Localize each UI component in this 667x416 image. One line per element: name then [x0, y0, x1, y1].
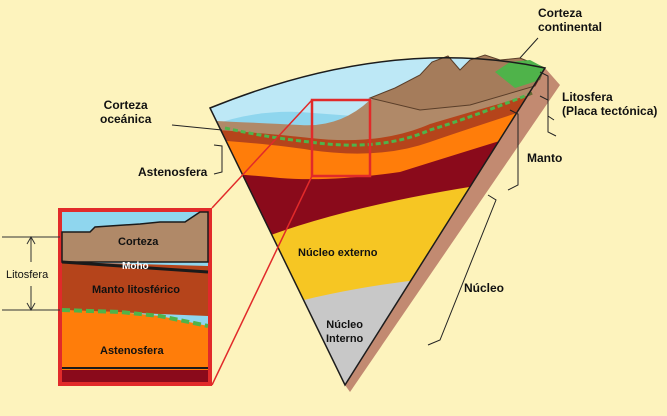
- wedge-outline: [208, 56, 547, 387]
- label-nucleo: Núcleo: [464, 281, 505, 295]
- inset-lower-mantle: [62, 370, 208, 382]
- inset-boundary-line: [61, 308, 209, 328]
- corteza-oceanica-leader: [171, 124, 223, 131]
- inset-label-moho: Moho: [122, 261, 149, 272]
- litosfera-bracket: [539, 71, 555, 121]
- inset-label-manto-litosferico: Manto litosférico: [92, 284, 181, 296]
- inset-lithospheric-mantle: [62, 262, 208, 316]
- label-nucleo-interno: Núcleo Interno: [326, 319, 364, 345]
- label-nucleo-externo: Núcleo externo: [298, 247, 378, 259]
- vegetation-patch: [495, 60, 545, 88]
- astenosfera-bracket: [213, 144, 223, 175]
- litosfera-bracket-inner: [539, 95, 557, 137]
- inset-crust: [61, 211, 209, 263]
- inset-moho-line: [61, 260, 209, 274]
- zoom-connector-bottom: [211, 175, 313, 386]
- label-corteza-continental: Corteza continental: [538, 6, 603, 34]
- zoom-area-rectangle: [310, 98, 372, 178]
- inner-core-layer: [210, 270, 545, 386]
- label-litosfera-side: Litosfera: [6, 269, 49, 281]
- label-astenosfera: Astenosfera: [138, 165, 208, 179]
- lithosphere-boundary-line: [224, 90, 536, 147]
- inset-asthenosphere: [62, 310, 208, 370]
- zoom-connector-top: [211, 99, 313, 209]
- inset-label-corteza: Corteza: [118, 236, 159, 248]
- inset-label-astenosfera: Astenosfera: [100, 345, 164, 357]
- label-litosfera-placa: Litosfera (Placa tectónica): [562, 90, 658, 118]
- nucleo-bracket: [427, 194, 497, 346]
- corteza-continental-leader: [519, 37, 539, 59]
- label-corteza-oceanica: Corteza oceánica: [100, 98, 152, 126]
- label-manto: Manto: [527, 151, 563, 165]
- inset-cross-section: [58, 208, 212, 386]
- manto-bracket: [507, 109, 519, 191]
- litosfera-side-bracket: [2, 235, 60, 312]
- wedge-side-face: [345, 68, 560, 392]
